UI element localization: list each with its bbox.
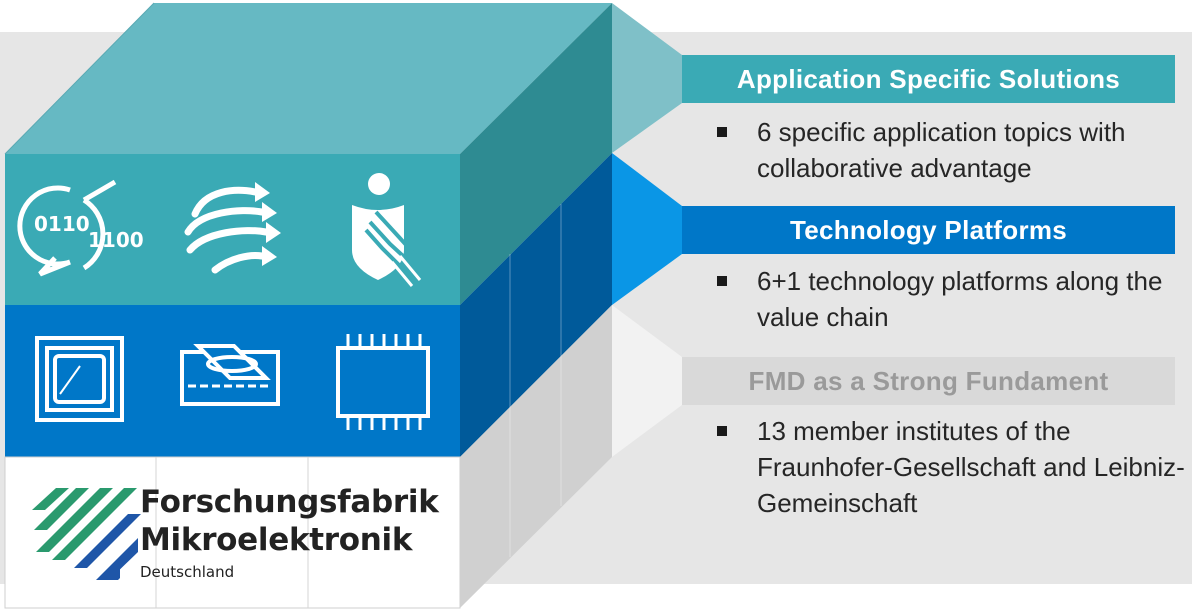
cube-side-blue — [460, 153, 612, 457]
fmd-logo-mark — [32, 488, 141, 580]
person-shield-arrows-icon — [352, 173, 422, 287]
bullet-text: 13 member institutes of the Fraunhofer-G… — [757, 416, 1185, 518]
bullet-member-institutes: 13 member institutes of the Fraunhofer-G… — [717, 413, 1187, 521]
chip-package-icon — [336, 334, 430, 430]
cube-front-blue — [5, 305, 460, 457]
cube-side-teal — [460, 3, 612, 305]
cube-top-face — [5, 3, 612, 154]
header-fmd-strong-fundament: FMD as a Strong Fundament — [682, 357, 1175, 405]
bullet-square-icon — [717, 127, 727, 137]
header-application-specific-solutions: Application Specific Solutions — [682, 55, 1175, 103]
logo-blue-stripes — [74, 514, 141, 580]
svg-text:1100: 1100 — [88, 228, 144, 252]
bullet-text: 6 specific application topics with colla… — [757, 117, 1126, 183]
connector-top — [612, 3, 682, 153]
bullet-square-icon — [717, 426, 727, 436]
logo-green-stripes — [32, 488, 137, 560]
deposition-chamber-icon — [180, 344, 280, 406]
bullet-text: 6+1 technology platforms along the value… — [757, 266, 1163, 332]
swirling-arrows-icon — [184, 182, 281, 274]
header-technology-platforms: Technology Platforms — [682, 206, 1175, 254]
binary-speech-bubbles-icon: 0110 1100 — [17, 179, 144, 277]
svg-text:0110: 0110 — [34, 212, 90, 236]
wafer-frame-icon — [35, 336, 124, 422]
logo-text-mikroelektronik: Mikroelektronik — [140, 522, 413, 558]
logo-text-forschungsfabrik: Forschungsfabrik — [140, 484, 439, 520]
connector-middle — [612, 153, 682, 305]
logo-text-deutschland: Deutschland — [140, 563, 235, 581]
bullet-technology-platforms: 6+1 technology platforms along the value… — [717, 263, 1187, 335]
bullet-square-icon — [717, 276, 727, 286]
connector-bottom — [612, 305, 682, 457]
cube-side-grey — [460, 305, 612, 608]
bullet-application-topics: 6 specific application topics with colla… — [717, 114, 1187, 186]
